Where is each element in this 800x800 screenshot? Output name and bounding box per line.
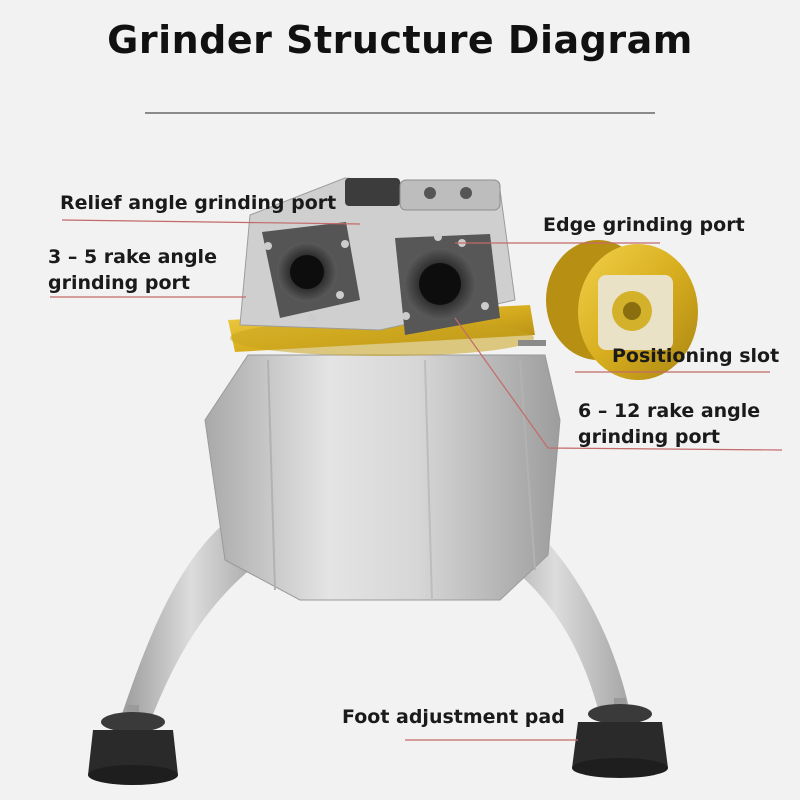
grinder-body (204, 354, 561, 601)
label-rake-3-5-line1: 3 – 5 rake angle (48, 246, 217, 268)
label-positioning-slot: Positioning slot (612, 345, 780, 367)
left-foot-pad (88, 705, 178, 785)
right-foot-pad (572, 698, 668, 778)
title-divider (145, 112, 655, 114)
left-leg (120, 520, 262, 722)
label-rake-3-5-grinding-port: 3 – 5 rake angle grinding port (48, 244, 217, 296)
page-title: Grinder Structure Diagram (107, 18, 693, 62)
label-rake-3-5-line2: grinding port (48, 272, 190, 294)
rake-6-12-port (395, 233, 500, 335)
label-rake-6-12-line2: grinding port (578, 426, 720, 448)
label-rake-6-12-grinding-port: 6 – 12 rake angle grinding port (578, 398, 760, 450)
leader-relief (61, 219, 361, 225)
leader-rake612 (454, 317, 783, 451)
label-foot-adjustment-pad: Foot adjustment pad (342, 706, 565, 728)
label-edge-grinding-port: Edge grinding port (543, 214, 745, 236)
positioning-drum (518, 240, 698, 380)
label-rake-6-12-line1: 6 – 12 rake angle (578, 400, 761, 422)
rake-3-5-port (262, 222, 360, 322)
label-relief-angle-grinding-port: Relief angle grinding port (60, 192, 337, 214)
leader-lines (50, 219, 783, 741)
